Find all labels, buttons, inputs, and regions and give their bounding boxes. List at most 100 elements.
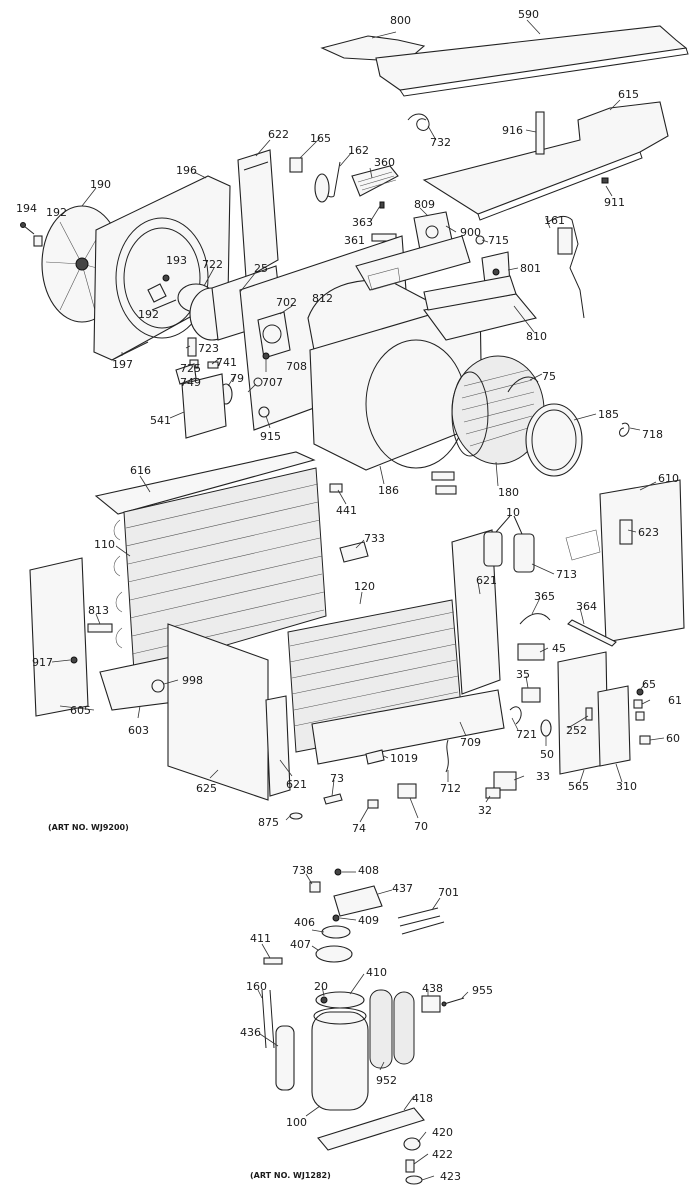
label-603: 603: [128, 724, 149, 737]
label-60: 60: [666, 732, 680, 745]
bracket-813: [87, 623, 113, 633]
label-621b: 621: [286, 778, 307, 791]
label-610: 610: [658, 472, 679, 485]
accumulator-436: [275, 1025, 295, 1091]
label-998: 998: [182, 674, 203, 687]
label-73: 73: [330, 772, 344, 785]
clip-738: [309, 881, 321, 893]
label-749: 749: [180, 376, 201, 389]
label-812: 812: [312, 292, 333, 305]
orifice-ring-185: [525, 403, 583, 477]
label-25: 25: [254, 262, 268, 275]
label-190: 190: [90, 178, 111, 191]
label-911: 911: [604, 196, 625, 209]
label-50: 50: [540, 748, 554, 761]
ring-75: [507, 376, 539, 393]
label-915: 915: [260, 430, 281, 443]
label-35: 35: [516, 668, 530, 681]
washer-423: [405, 1175, 423, 1185]
clip-165: [289, 157, 303, 173]
switch-45: [517, 643, 545, 661]
label-917: 917: [32, 656, 53, 669]
base-plate-418: [317, 1107, 425, 1151]
grommet-406: [321, 925, 351, 939]
clip-718: [619, 422, 630, 437]
label-565: 565: [568, 780, 589, 793]
label-65: 65: [642, 678, 656, 691]
label-418: 418: [412, 1092, 433, 1105]
knob-875: [289, 812, 303, 820]
label-360: 360: [374, 156, 395, 169]
nut-715: [475, 235, 485, 245]
label-713: 713: [556, 568, 577, 581]
clip-911: [601, 177, 609, 184]
compressor-100: [311, 1007, 369, 1111]
front-panel-625: [167, 623, 269, 801]
label-180: 180: [498, 486, 519, 499]
label-20: 20: [314, 980, 328, 993]
label-441: 441: [336, 504, 357, 517]
leaders: [51, 19, 665, 1181]
plate-702: [257, 311, 291, 359]
label-813: 813: [88, 604, 109, 617]
clip-441: [329, 483, 343, 493]
side-plate-621b: [265, 695, 291, 797]
label-715: 715: [488, 234, 509, 247]
label-616: 616: [130, 464, 151, 477]
relay-33: [493, 771, 517, 791]
label-408: 408: [358, 864, 379, 877]
label-162: 162: [348, 144, 369, 157]
label-712: 712: [440, 782, 461, 795]
label-422: 422: [432, 1148, 453, 1161]
part-labels: 800 590 615 732 916 911 622 165 162 360 …: [16, 8, 682, 1183]
label-100: 100: [286, 1116, 307, 1129]
box-541: [181, 373, 227, 439]
screw-194: [20, 222, 35, 235]
terminal-cover-407: [315, 945, 353, 963]
label-423: 423: [440, 1170, 461, 1183]
label-623: 623: [638, 526, 659, 539]
bracket-741: [207, 361, 219, 369]
label-192a: 192: [46, 206, 67, 219]
mount-420: [403, 1137, 421, 1151]
label-194: 194: [16, 202, 37, 215]
bar-364: [567, 619, 617, 647]
nut-408: [334, 868, 342, 876]
label-541: 541: [150, 414, 171, 427]
wire-721: [509, 706, 522, 725]
tube-162: [314, 161, 341, 203]
clip-60: [639, 735, 651, 745]
control-panel-610: [565, 479, 685, 643]
label-193: 193: [166, 254, 187, 267]
label-196: 196: [176, 164, 197, 177]
grommet-998: [151, 679, 165, 693]
mounting-base-197: [111, 341, 149, 361]
label-165: 165: [310, 132, 331, 145]
capacitor-50: [540, 719, 552, 737]
selector-switch-70: [397, 783, 417, 799]
part-707: [253, 377, 263, 387]
label-10: 10: [506, 506, 520, 519]
label-955: 955: [472, 984, 493, 997]
label-61: 61: [668, 694, 682, 707]
wire-712: [445, 739, 449, 773]
label-365: 365: [534, 590, 555, 603]
label-363: 363: [352, 216, 373, 229]
label-110: 110: [94, 538, 115, 551]
tube-160: [261, 989, 275, 1049]
capacitors-10: [483, 515, 535, 573]
nut-409: [332, 914, 340, 922]
label-406: 406: [294, 916, 315, 929]
label-186: 186: [378, 484, 399, 497]
rod-916: [535, 111, 545, 155]
label-916: 916: [502, 124, 523, 137]
bracket-437: [333, 885, 383, 917]
label-605: 605: [70, 704, 91, 717]
label-33: 33: [536, 770, 550, 783]
wire-365: [519, 613, 551, 625]
label-733: 733: [364, 532, 385, 545]
label-407: 407: [290, 938, 311, 951]
clip-192a: [33, 235, 43, 247]
label-875: 875: [258, 816, 279, 829]
muffler-952: [369, 989, 415, 1069]
